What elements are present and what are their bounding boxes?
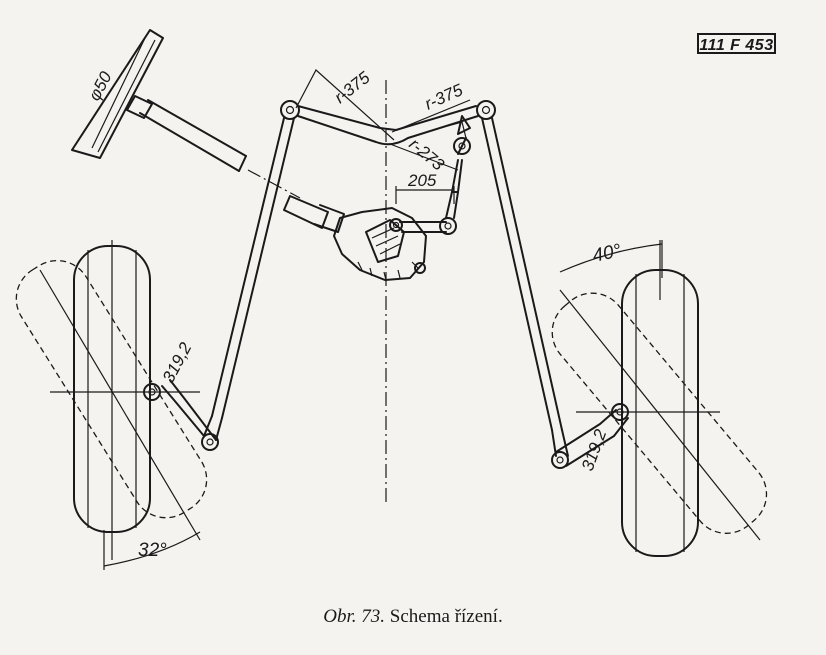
radius-arc-left (295, 69, 395, 141)
dim-radius-left: r-375 (331, 68, 374, 108)
radius-arc-right (391, 99, 471, 133)
right-wheel (551, 240, 768, 557)
dim-arm-left: 319,2 (159, 339, 196, 386)
steering-gearbox (283, 195, 427, 281)
dim-arm-right: 319,2 (578, 426, 611, 473)
caption-label: Obr. 73. (323, 606, 386, 627)
pitman-linkage (399, 137, 471, 235)
left-wheel (15, 240, 208, 570)
dim-205-line (395, 186, 455, 204)
caption-text: Schema řízení. (389, 606, 503, 627)
radius-arc-lower (389, 143, 459, 171)
angle-right: 40° (591, 240, 624, 267)
dim-radius-lower: r-273 (405, 135, 448, 175)
figure-caption: Obr. 73. Schema řízení. (0, 606, 826, 628)
dim-radius-right: r-375 (422, 80, 466, 114)
angle-left: 32° (138, 540, 167, 561)
left-tie-rod (161, 117, 295, 451)
dim-length-205: 205 (407, 171, 437, 190)
drawing-number-stamp: 111 F 453 (697, 33, 776, 54)
steering-wheel (71, 29, 301, 199)
right-tie-rod (481, 117, 629, 469)
dim-wheel-diameter: φ50 (85, 68, 116, 104)
upper-crossbar (280, 100, 496, 146)
